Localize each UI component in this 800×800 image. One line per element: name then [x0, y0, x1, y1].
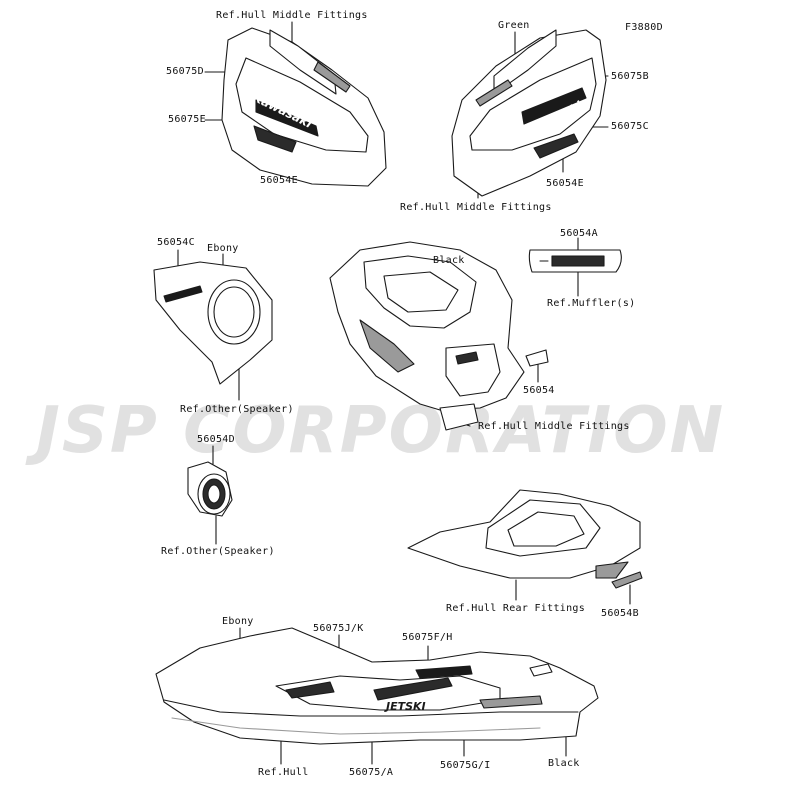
label-ref-hull: Ref.Hull	[258, 767, 309, 778]
label-ref-hull-middle-fittings-mid: Ref.Hull Middle Fittings	[400, 202, 552, 213]
label-ebony-hull: Ebony	[222, 616, 254, 627]
label-black-center: Black	[433, 255, 465, 266]
center-deck-body	[329, 241, 549, 431]
label-56075C: 56075C	[611, 121, 649, 132]
label-56054: 56054	[523, 385, 555, 396]
label-56075A: 56075/A	[349, 767, 394, 778]
label-ref-muffler: Ref.Muffler(s)	[547, 298, 636, 309]
hood-panel-right	[451, 29, 607, 197]
label-56054E-right: 56054E	[546, 178, 584, 189]
label-56054D: 56054D	[197, 434, 235, 445]
label-green: Green	[498, 20, 530, 31]
speaker-unit	[187, 461, 233, 517]
label-56075JK: 56075J/K	[313, 623, 364, 634]
label-56075E: 56075E	[168, 114, 206, 125]
label-ebony-speaker: Ebony	[207, 243, 239, 254]
muffler-grip	[528, 249, 622, 273]
label-56075D: 56075D	[166, 66, 204, 77]
label-ref-hull-middle-fittings-center: Ref.Hull Middle Fittings	[478, 421, 630, 432]
label-ref-hull-rear-fittings: Ref.Hull Rear Fittings	[446, 603, 586, 614]
label-ref-other-speaker-2: Ref.Other(Speaker)	[161, 546, 275, 557]
label-ref-hull-middle-fittings-top: Ref.Hull Middle Fittings	[216, 10, 368, 21]
label-ref-other-speaker-1: Ref.Other(Speaker)	[180, 404, 294, 415]
label-56075B: 56075B	[611, 71, 649, 82]
decal-jetski: JETSKI	[384, 700, 426, 713]
jetski-hull	[155, 627, 599, 745]
label-black-hull: Black	[548, 758, 580, 769]
watermark-text: JSP CORPORATION	[36, 394, 726, 468]
label-56075FH: 56075F/H	[402, 632, 453, 643]
hood-panel-left	[221, 27, 387, 187]
speaker-pod	[153, 261, 273, 385]
label-56054C: 56054C	[157, 237, 195, 248]
label-56054A: 56054A	[560, 228, 598, 239]
label-56054E-left: 56054E	[260, 175, 298, 186]
label-56054B: 56054B	[601, 608, 639, 619]
figure-code: F3880D	[625, 22, 663, 33]
rear-deck	[407, 489, 643, 589]
label-56075GI: 56075G/I	[440, 760, 491, 771]
